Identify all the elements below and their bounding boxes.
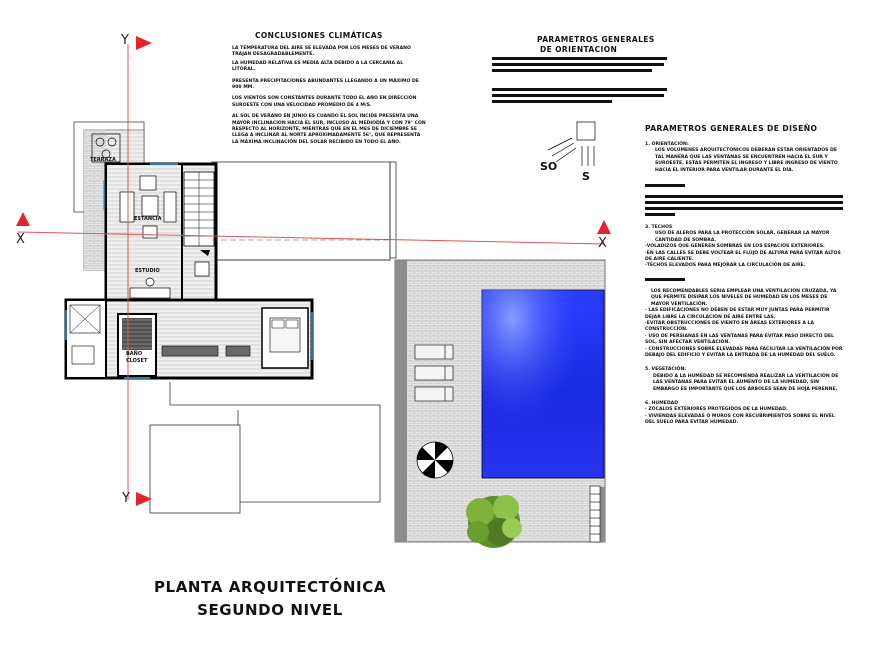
climate-p3: PRESENTA PRECIPITACIONES ABUNDANTES LLEG… bbox=[232, 78, 419, 91]
design-s3-body4: ·TECHOS ELEVADOS PARA MEJORAR LA CIRCULA… bbox=[645, 263, 806, 269]
redacted-line bbox=[645, 201, 843, 205]
redacted-line bbox=[645, 184, 685, 188]
design-s6-title: 6. HUMEDAD bbox=[645, 400, 679, 406]
redacted-line bbox=[645, 277, 685, 281]
climate-p2: LA HUMEDAD RELATIVA ES MEDIA ALTA DEBIDO… bbox=[232, 60, 404, 73]
design-s6-body1: · ZÓCALOS EXTERIORES PROTEGIDOS DE LA HU… bbox=[645, 407, 788, 413]
tree bbox=[466, 495, 522, 548]
axis-y-top-label: Y bbox=[121, 33, 129, 48]
design-s3-body1: USO DE ALEROS PARA LA PROTECCIÓN SOLAR, … bbox=[655, 231, 830, 243]
design-s1-body: LOS VOLÚMENES ARQUITECTÓNICOS DEBERÁN ES… bbox=[655, 148, 838, 173]
climate-p5: AL SOL DE VERANO EN JUNIO ES CUANDO EL S… bbox=[232, 114, 426, 145]
axis-x-right-label: X bbox=[598, 236, 607, 251]
redacted-line bbox=[645, 213, 675, 217]
redacted-line bbox=[492, 88, 667, 91]
design-s4-body4: · USO DE PERSIANAS EN LAS VENTANAS PARA … bbox=[645, 333, 834, 346]
orientation-heading-1: PARAMETROS GENERALES bbox=[537, 35, 655, 44]
axis-x-left-label: X bbox=[16, 232, 25, 247]
room-label-terraza: TERRAZA bbox=[90, 157, 116, 163]
compass-so-label: SO bbox=[540, 160, 558, 173]
design-s4-body1: LOS RECOMENDABLES SERIA EMPLEAR UNA VENT… bbox=[651, 288, 837, 307]
axis-y-bottom-label: Y bbox=[122, 491, 130, 506]
orientation-heading-2: DE ORIENTACION bbox=[540, 45, 618, 54]
redacted-line bbox=[645, 207, 843, 211]
redacted-line bbox=[492, 94, 664, 97]
climate-p1: LA TEMPERATURA DEL AIRE SE ELEVADA POR L… bbox=[232, 46, 411, 58]
design-s5-title: 5. VEGETACIÓN: bbox=[645, 367, 687, 373]
compass-s-label: S bbox=[582, 170, 590, 183]
room-label-closet: CLOSET bbox=[126, 358, 148, 364]
climate-text: LA TEMPERATURA DEL AIRE SE ELEVADA POR L… bbox=[232, 46, 427, 146]
design-s3-body3: ·EN LAS CALLES SE DEBE VOLTEAR EL FLUJO … bbox=[645, 250, 841, 263]
design-s1-title: 1. ORIENTACIÓN: bbox=[645, 142, 689, 147]
redacted-line bbox=[492, 57, 667, 60]
design-s4-body5: · CONSTRUCCIONES SOBRE ELEVADAS PARA FAC… bbox=[645, 346, 843, 358]
design-s6-body2: · VIVIENDAS ELEVADAS O MUROS CON RECUBRI… bbox=[645, 413, 835, 426]
plan-title-line2: SEGUNDO NIVEL bbox=[197, 601, 343, 619]
climate-p4: LOS VIENTOS SON CONSTANTES DURANTE TODO … bbox=[232, 96, 417, 108]
redacted-line bbox=[492, 100, 612, 103]
sun-wind-symbol bbox=[547, 121, 596, 166]
room-label-estancia: ESTANCIA bbox=[134, 216, 162, 222]
design-heading: PARAMETROS GENERALES DE DISEÑO bbox=[645, 124, 818, 133]
redacted-line bbox=[645, 195, 843, 199]
umbrella bbox=[416, 441, 454, 479]
redacted-line bbox=[492, 69, 652, 72]
room-label-estudio: ESTUDIO bbox=[135, 268, 160, 274]
plan-title-line1: PLANTA ARQUITECTÓNICA bbox=[153, 578, 387, 596]
design-s5-body: DEBIDO A LA HUMEDAD SE RECOMIENDA REALIZ… bbox=[653, 373, 839, 392]
design-s3-body2: ·VOLADIZOS QUE GENEREN SOMBRAS EN LOS ES… bbox=[645, 244, 825, 250]
design-s3-title: 3. TECHOS bbox=[645, 225, 673, 231]
design-s4-body3: ·EVITAR OBSTRUCCIONES DE VIENTO EN ÁREAS… bbox=[645, 320, 815, 333]
climate-heading: CONCLUSIONES CLIMÁTICAS bbox=[255, 31, 383, 40]
redacted-line bbox=[492, 63, 664, 66]
design-s4-body2: · LAS EDIFICACIONES NO DEBEN DE ESTAR MU… bbox=[645, 308, 830, 320]
room-label-bano: BAÑO bbox=[126, 351, 143, 357]
design-text: 1. ORIENTACIÓN: LOS VOLÚMENES ARQUITECTÓ… bbox=[645, 142, 845, 427]
